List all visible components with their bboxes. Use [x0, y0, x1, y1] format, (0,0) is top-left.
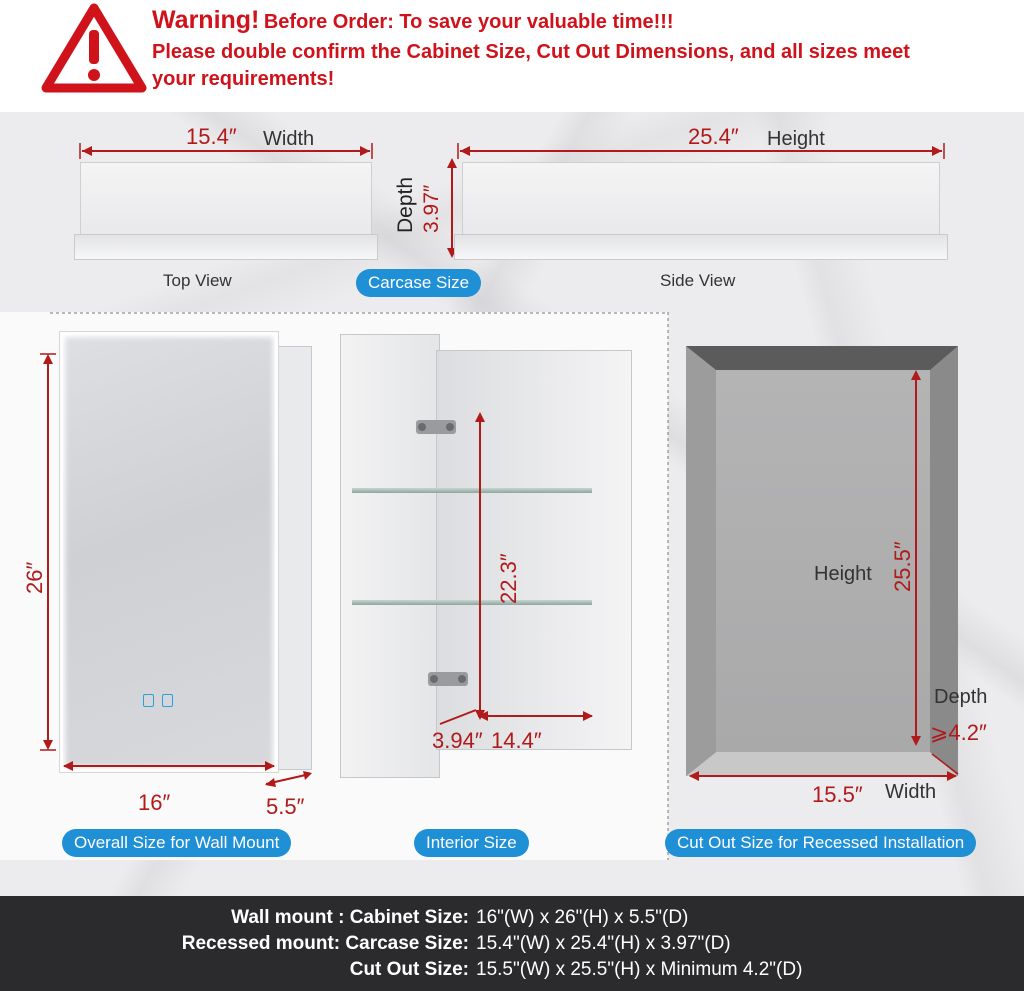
- panel-dashed-top: [50, 312, 668, 314]
- depth-word: Depth: [394, 176, 417, 233]
- spec-label: Wall mount : Cabinet Size:: [231, 907, 469, 928]
- cutout-back-wall: [716, 370, 930, 752]
- warning-title-line: Warning! Before Order: To save your valu…: [152, 6, 674, 35]
- spec-label: Cut Out Size:: [349, 959, 469, 980]
- bottom-hinge-icon: [428, 672, 468, 686]
- interior-width-value: 14.4″: [491, 728, 542, 753]
- cutout-bevel-lines: [686, 346, 958, 776]
- warning-header: Warning! Before Order: To save your valu…: [0, 0, 1024, 112]
- top-width-arrow: [79, 143, 373, 159]
- cutout-width-value: 15.5″: [812, 782, 863, 807]
- interior-height-arrow: [475, 412, 485, 720]
- top-view-lip: [74, 234, 378, 260]
- glass-shelf-lower: [352, 600, 592, 605]
- side-height-value: 25.4″: [688, 124, 739, 149]
- open-door: [340, 334, 440, 778]
- cutout-height-value: 25.5″: [890, 541, 915, 592]
- cutout-width-arrow: [689, 753, 959, 781]
- warning-triangle-icon: [41, 3, 147, 93]
- spec-label: Recessed mount: Carcase Size:: [181, 933, 469, 954]
- interior-width-arrow: [439, 709, 593, 725]
- cutout-depth-word: Depth: [934, 686, 988, 708]
- top-width-value: 15.4″: [186, 124, 237, 149]
- depth-value: 3.97″: [420, 184, 443, 233]
- warning-subtitle: Before Order: To save your valuable time…: [263, 11, 674, 33]
- spec-value-wall: 16"(W) x 26"(H) x 5.5"(D): [476, 907, 689, 928]
- defog-touch-icon: [162, 694, 173, 707]
- side-view-lip: [454, 234, 948, 260]
- interior-size-badge: Interior Size: [414, 829, 529, 857]
- spec-value-cutout: 15.5"(W) x 25.5"(H) x Minimum 4.2"(D): [476, 959, 803, 980]
- side-view-label: Side View: [660, 271, 736, 290]
- glass-shelf-upper: [352, 488, 592, 493]
- spec-label-wall: Wall mount : Cabinet Size:: [231, 907, 469, 929]
- warning-text-line-2: your requirements!: [152, 68, 335, 90]
- cutout-height-arrow: [911, 370, 921, 746]
- cutout-size-badge: Cut Out Size for Recessed Installation: [665, 829, 977, 857]
- wall-width-arrow: [63, 761, 275, 771]
- light-touch-icon: [143, 694, 154, 707]
- wall-height-arrow: [40, 353, 56, 751]
- wall-width-value: 16″: [138, 790, 171, 815]
- cabinet-interior: [436, 350, 632, 750]
- interior-height-value: 22.3″: [496, 553, 521, 604]
- warning-title: Warning!: [152, 6, 260, 34]
- top-view-box: [80, 162, 372, 236]
- wall-height-value: 26″: [22, 561, 47, 594]
- top-width-word: Width: [263, 128, 315, 150]
- top-view-label: Top View: [163, 271, 232, 290]
- wall-depth-value: 5.5″: [266, 794, 305, 819]
- cutout-depth-value: ⩾4.2″: [930, 720, 987, 745]
- warning-text-line-1: Please double confirm the Cabinet Size, …: [152, 41, 910, 63]
- side-height-arrow: [457, 143, 945, 159]
- cutout-height-word: Height: [814, 563, 872, 585]
- cabinet-mirror-front: [60, 332, 278, 772]
- spec-band: Wall mount : Cabinet Size: 16"(W) x 26"(…: [0, 896, 1024, 991]
- interior-depth-value: 3.94″: [432, 728, 483, 753]
- top-hinge-icon: [416, 420, 456, 434]
- spec-label-recessed: Recessed mount: Carcase Size:: [182, 933, 469, 955]
- panel-dashed-right: [667, 312, 669, 860]
- spec-label-cutout: Cut Out Size:: [350, 959, 469, 981]
- wall-mount-badge: Overall Size for Wall Mount: [62, 829, 292, 857]
- spec-value-recessed: 15.4"(W) x 25.4"(H) x 3.97"(D): [476, 933, 731, 954]
- wall-depth-arrow: [265, 771, 312, 787]
- side-height-word: Height: [767, 128, 825, 150]
- side-view-box: [462, 162, 940, 236]
- carcase-size-badge: Carcase Size: [356, 269, 482, 297]
- cutout-width-word: Width: [885, 781, 937, 803]
